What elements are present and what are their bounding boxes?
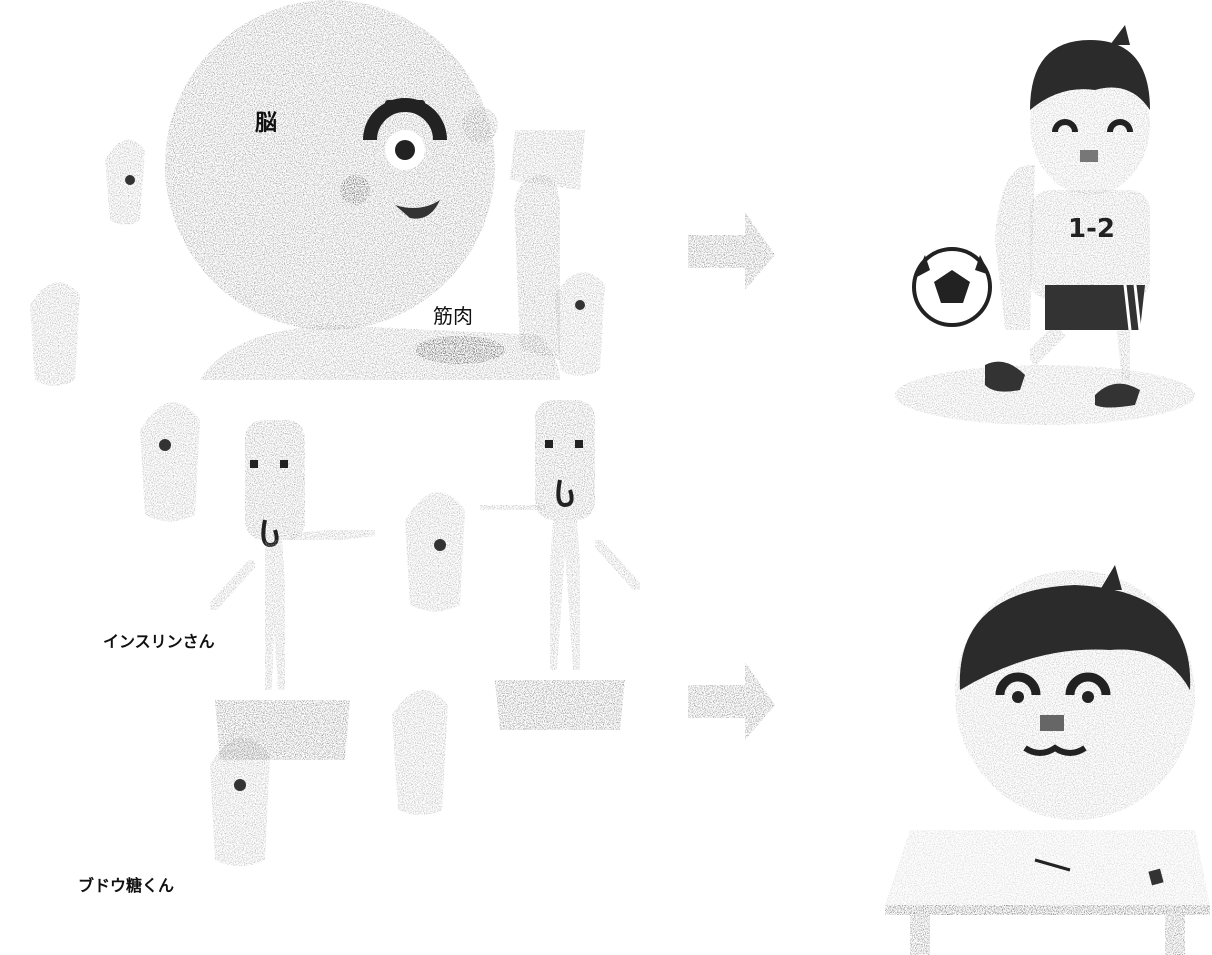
boy-studying-icon — [955, 565, 1195, 820]
muscle-label: 筋肉 — [433, 300, 473, 329]
desk-icon — [885, 830, 1210, 955]
arrow-right-icon — [688, 212, 775, 290]
brain-head-icon — [165, 0, 498, 330]
glucose-label: ブドウ糖くん — [78, 872, 174, 896]
brain-label: 脳 — [255, 105, 277, 137]
body-scene — [30, 0, 640, 866]
jersey-number: 1-2 — [1068, 214, 1115, 244]
boy-playing-soccer-icon: 1-2 — [895, 25, 1195, 425]
arrow-right-icon — [688, 662, 775, 740]
insulin-label: インスリンさん — [103, 628, 215, 652]
soccer-ball-icon — [914, 249, 990, 325]
